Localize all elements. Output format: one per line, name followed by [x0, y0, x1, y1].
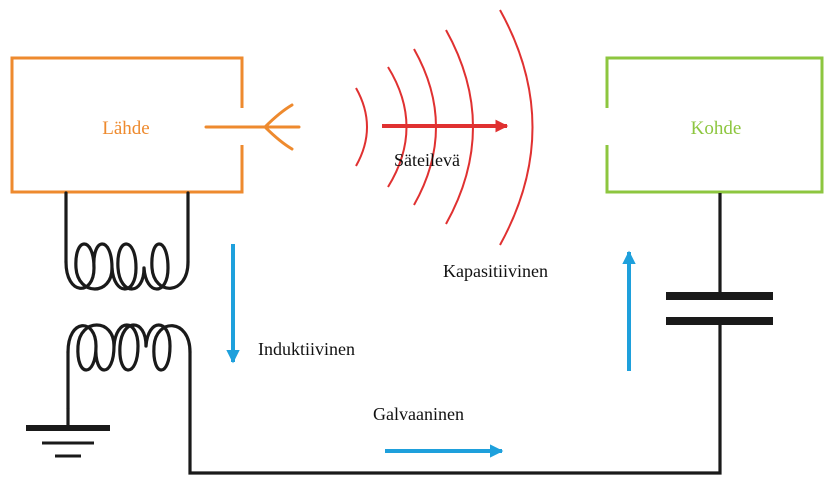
target-outline [605, 56, 824, 194]
capacitor-icon [666, 193, 773, 325]
capacitive-label: Kapasitiivinen [443, 261, 548, 281]
target-label: Kohde [691, 118, 742, 139]
wave-1 [355, 87, 368, 167]
wave-5 [499, 9, 534, 246]
radiated-label: Säteilevä [394, 150, 460, 170]
inductive-label: Induktiivinen [258, 339, 355, 359]
upper-coil [64, 191, 190, 291]
lower-coil [66, 318, 722, 475]
antenna-icon [204, 103, 301, 151]
source-label: Lähde [102, 118, 149, 139]
target-box: Kohde [605, 56, 824, 194]
galvanic-label: Galvaaninen [373, 404, 464, 424]
ground-icon [26, 408, 110, 458]
source-box: Lähde [10, 56, 244, 194]
source-outline [10, 56, 244, 194]
